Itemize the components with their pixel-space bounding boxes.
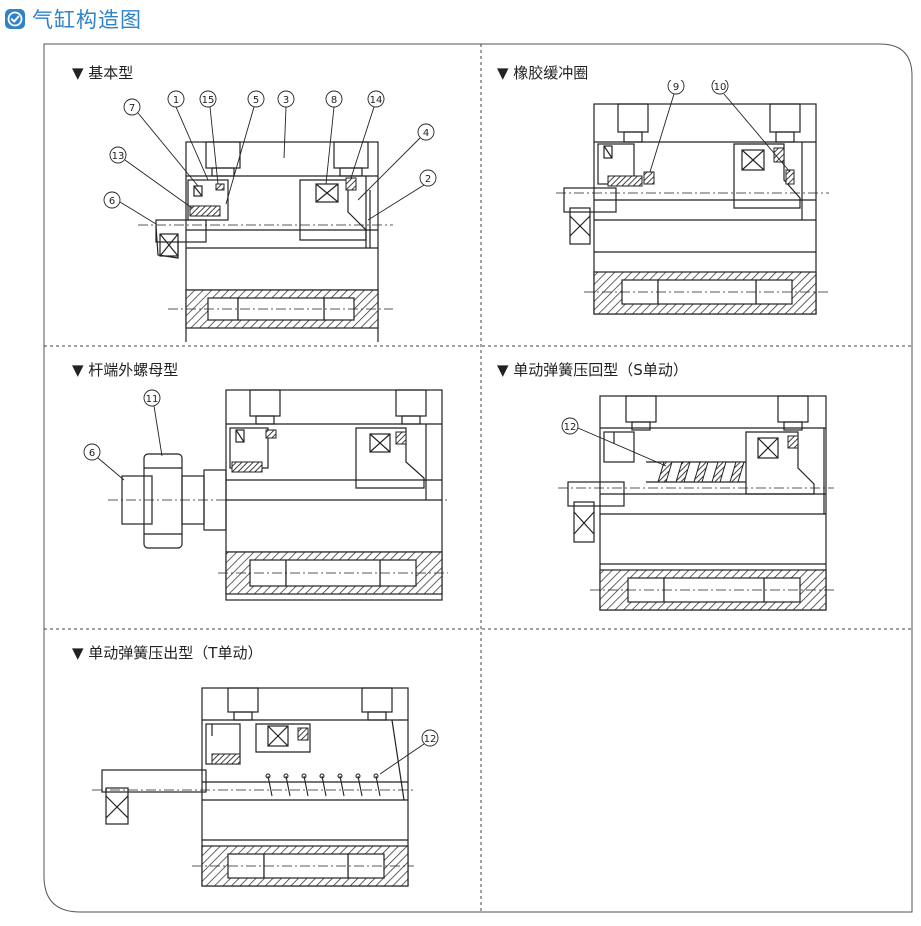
- callout-8: 8: [331, 95, 337, 106]
- callout-6b: 6: [89, 448, 95, 459]
- page-header: 气缸构造图: [4, 4, 142, 34]
- callout-13: 13: [112, 151, 125, 162]
- callout-3: 3: [283, 95, 289, 106]
- cylinder-rodnut-drawing: 6 11: [83, 389, 448, 601]
- callout-12-s: 12: [564, 422, 577, 433]
- callout-6: 6: [109, 196, 115, 207]
- callout-12-t: 12: [424, 734, 437, 745]
- callout-7: 7: [129, 103, 135, 114]
- callout-1: 1: [173, 95, 179, 106]
- callout-11: 11: [146, 394, 159, 405]
- panel-title-basic: ▼ 基本型: [72, 64, 134, 82]
- cylinder-tpush-drawing: 12: [92, 687, 439, 887]
- page-title: 气缸构造图: [32, 8, 142, 32]
- callout-5: 5: [253, 95, 259, 106]
- callout-14: 14: [370, 95, 383, 106]
- callout-9: 9: [673, 82, 679, 93]
- panel-title-tpush: ▼ 单动弹簧压出型（T单动）: [72, 644, 263, 662]
- cylinder-rubber-drawing: 9 10: [556, 80, 829, 315]
- panel-title-rodnut: ▼ 杆端外螺母型: [72, 361, 179, 379]
- callout-15: 15: [202, 95, 215, 106]
- callout-2: 2: [425, 174, 431, 185]
- check-badge-icon: [5, 9, 25, 29]
- panel-title-sreturn: ▼ 单动弹簧压回型（S单动）: [497, 361, 688, 379]
- cylinder-sreturn-drawing: 12: [558, 395, 834, 611]
- cylinder-basic-drawing: 1 2 3 4 5 6 7 8 13 14 15: [103, 90, 437, 342]
- callout-10: 10: [714, 82, 727, 93]
- callout-4: 4: [423, 128, 429, 139]
- panel-title-rubber: ▼ 橡胶缓冲圈: [497, 64, 589, 82]
